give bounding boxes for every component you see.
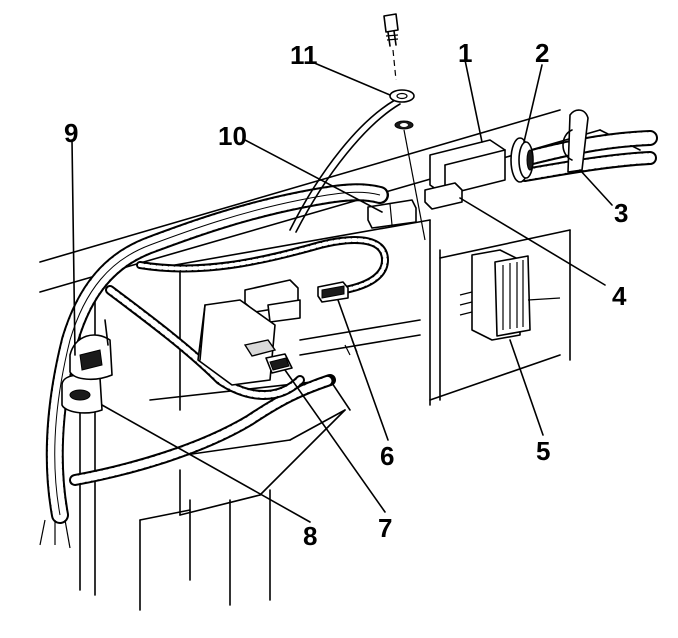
callout-2: 2 — [535, 38, 549, 68]
callout-4: 4 — [612, 281, 627, 311]
connector-1-icon — [429, 139, 506, 196]
callout-10: 10 — [218, 121, 247, 151]
callout-11: 11 — [290, 40, 318, 70]
connector-6-icon — [244, 279, 349, 323]
callout-9: 9 — [64, 118, 78, 148]
leader-lines — [71, 59, 613, 523]
callout-6: 6 — [380, 441, 394, 471]
main-wiring-harness — [39, 99, 658, 549]
callout-labels: 11 1 2 3 4 5 6 7 8 9 10 — [64, 38, 628, 551]
harness-clip-8-icon — [61, 374, 103, 414]
callout-1: 1 — [458, 38, 472, 68]
callout-8: 8 — [303, 521, 317, 551]
callout-3: 3 — [614, 198, 628, 228]
connector-4-icon — [424, 182, 463, 210]
harness-clip-3-icon — [562, 109, 589, 173]
ground-ring-terminal-icon — [389, 89, 426, 241]
connector-5-icon — [459, 249, 561, 341]
grommet-2-icon — [510, 137, 534, 183]
harness-clip-9-icon — [69, 319, 113, 381]
ground-bolt-icon — [383, 13, 399, 81]
callout-5: 5 — [536, 436, 550, 466]
module-7-icon — [197, 299, 293, 386]
connector-10-icon — [367, 199, 417, 229]
callout-7: 7 — [378, 513, 392, 543]
